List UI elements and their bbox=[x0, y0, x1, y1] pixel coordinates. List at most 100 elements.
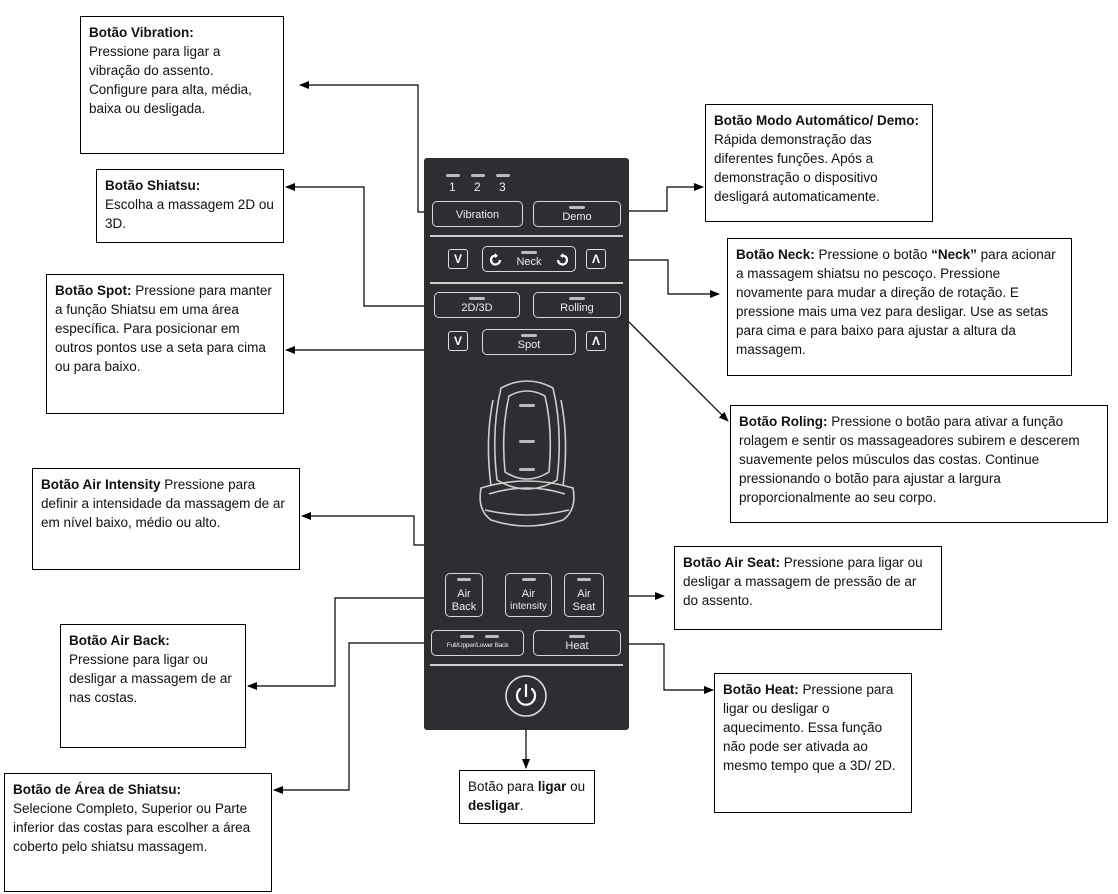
air-back-button[interactable]: Air Back bbox=[445, 573, 483, 617]
callout-neck: Botão Neck: Pressione o botão “Neck” par… bbox=[727, 238, 1072, 376]
spot-down-button[interactable]: V bbox=[448, 331, 468, 351]
heat-connector bbox=[620, 643, 714, 694]
air-back-led bbox=[457, 578, 471, 581]
callout-neck-body-post: para acionar a massagem shiatsu no pesco… bbox=[736, 247, 1056, 357]
callout-power-bold2: desligar bbox=[468, 798, 520, 813]
remote-control: 1 2 3 Vibration Demo V Neck Λ 2D/3D Roll… bbox=[424, 158, 629, 730]
callout-air-back-title: Botão Air Back: bbox=[69, 633, 170, 648]
callout-power: Botão para ligar ou desligar. bbox=[459, 770, 595, 824]
demo-label: Demo bbox=[562, 211, 592, 223]
heat-button[interactable]: Heat bbox=[533, 630, 621, 656]
level-3-led bbox=[496, 174, 510, 177]
callout-air-seat-title: Botão Air Seat: bbox=[683, 555, 781, 570]
neck-down-icon: V bbox=[453, 252, 462, 266]
neck-led bbox=[521, 251, 537, 254]
neck-down-button[interactable]: V bbox=[448, 249, 468, 269]
callout-shiatsu-area-body: Selecione Completo, Superior ou Parte in… bbox=[13, 801, 251, 854]
rolling-label: Rolling bbox=[560, 302, 594, 314]
callout-air-seat: Botão Air Seat: Pressione para ligar ou … bbox=[674, 546, 942, 630]
full-back-led bbox=[460, 635, 474, 638]
vibration-label: Vibration bbox=[455, 209, 500, 221]
power-icon bbox=[515, 683, 537, 706]
neck-up-icon: Λ bbox=[591, 252, 600, 266]
callout-shiatsu-area: Botão de Área de Shiatsu: Selecione Comp… bbox=[4, 773, 272, 892]
callout-spot-title: Botão Spot: bbox=[55, 283, 132, 298]
level-1-led bbox=[446, 174, 460, 177]
callout-power-post: . bbox=[519, 798, 524, 813]
callout-air-seat-body: Pressione para ligar ou desligar a massa… bbox=[683, 555, 923, 608]
callout-heat-title: Botão Heat: bbox=[723, 682, 799, 697]
air-seat-label-2: Seat bbox=[572, 601, 596, 613]
separator bbox=[430, 664, 623, 666]
callout-rolling-body: Pressione o botão para ativar a função r… bbox=[739, 414, 1080, 505]
seat-led-middle bbox=[519, 440, 535, 443]
seat-led-top bbox=[519, 404, 535, 407]
callout-demo: Botão Modo Automático/ Demo: Rápida demo… bbox=[705, 104, 933, 222]
neck-up-button[interactable]: Λ bbox=[586, 249, 606, 269]
air-intensity-button[interactable]: Air intensity bbox=[505, 573, 552, 617]
rolling-button[interactable]: Rolling bbox=[533, 292, 621, 318]
callout-shiatsu-title: Botão Shiatsu: bbox=[105, 178, 201, 193]
air-seat-led bbox=[577, 578, 591, 581]
separator bbox=[430, 282, 623, 284]
shiatsu-connector bbox=[285, 183, 435, 307]
rotate-left-icon bbox=[489, 253, 502, 266]
rolling-led bbox=[569, 297, 585, 300]
2d3d-button[interactable]: 2D/3D bbox=[434, 292, 520, 318]
callout-air-back-body: Pressione para ligar ou desligar a massa… bbox=[69, 652, 232, 705]
vibration-button[interactable]: Vibration bbox=[432, 201, 523, 227]
spot-up-icon: Λ bbox=[591, 334, 600, 348]
heat-label: Heat bbox=[565, 640, 589, 652]
spot-led bbox=[521, 334, 537, 337]
full-upper-lower-back-button[interactable]: Full/Upper/Lower Back bbox=[431, 630, 524, 656]
upper-lower-led bbox=[485, 635, 499, 638]
air-intensity-label-1: Air bbox=[521, 588, 536, 600]
spot-button[interactable]: Spot bbox=[482, 329, 576, 355]
massage-seat-illustration bbox=[479, 380, 575, 527]
neck-label: Neck bbox=[516, 256, 542, 268]
rotate-right-icon bbox=[556, 253, 569, 266]
level-2-led bbox=[471, 174, 485, 177]
separator bbox=[430, 235, 623, 237]
callout-spot-body: Pressione para manter a função Shiatsu e… bbox=[55, 283, 272, 374]
callout-power-bold1: ligar bbox=[537, 779, 567, 794]
2d3d-label: 2D/3D bbox=[461, 302, 493, 314]
level-3-label: 3 bbox=[499, 180, 506, 194]
callout-vibration-body: Pressione para ligar a vibração do assen… bbox=[89, 44, 252, 116]
callout-air-back: Botão Air Back: Pressione para ligar ou … bbox=[60, 624, 246, 748]
demo-connector bbox=[621, 183, 704, 212]
air-seat-label-1: Air bbox=[577, 588, 591, 600]
neck-button[interactable]: Neck bbox=[482, 246, 576, 272]
shiatsu-area-connector bbox=[273, 642, 432, 794]
heat-led bbox=[569, 635, 585, 638]
air-intensity-led bbox=[521, 578, 536, 581]
power-button[interactable] bbox=[504, 674, 548, 718]
callout-power-mid: ou bbox=[570, 779, 586, 794]
air-back-connector bbox=[247, 597, 445, 690]
full-upper-lower-back-label: Full/Upper/Lower Back bbox=[446, 642, 509, 649]
callout-vibration: Botão Vibration: Pressione para ligar a … bbox=[80, 16, 284, 154]
callout-shiatsu: Botão Shiatsu: Escolha a massagem 2D ou … bbox=[96, 169, 284, 243]
callout-rolling-title: Botão Roling: bbox=[739, 414, 828, 429]
callout-air-intensity: Botão Air Intensity Pressione para defin… bbox=[32, 468, 300, 570]
callout-air-intensity-body: Pressione para definir a intensidade da … bbox=[41, 477, 285, 530]
demo-led bbox=[569, 206, 585, 209]
air-seat-button[interactable]: Air Seat bbox=[564, 573, 604, 617]
callout-heat: Botão Heat: Pressione para ligar ou desl… bbox=[714, 673, 912, 813]
rolling-connector bbox=[619, 312, 729, 422]
spot-down-icon: V bbox=[453, 334, 462, 348]
callout-neck-title: Botão Neck: bbox=[736, 247, 815, 262]
vibration-connector bbox=[299, 81, 432, 213]
callout-neck-body-bold: “Neck” bbox=[931, 247, 977, 262]
callout-air-intensity-title: Botão Air Intensity bbox=[41, 477, 161, 492]
callout-shiatsu-body: Escolha a massagem 2D ou 3D. bbox=[105, 197, 274, 231]
demo-button[interactable]: Demo bbox=[533, 201, 621, 227]
callout-shiatsu-area-title: Botão de Área de Shiatsu: bbox=[13, 782, 182, 797]
callout-neck-body-pre: Pressione o botão bbox=[818, 247, 928, 262]
air-intensity-label-2: intensity bbox=[510, 601, 547, 612]
level-2-label: 2 bbox=[474, 180, 481, 194]
callout-spot: Botão Spot: Pressione para manter a funç… bbox=[46, 274, 284, 414]
spot-label: Spot bbox=[517, 339, 541, 351]
spot-up-button[interactable]: Λ bbox=[586, 331, 606, 351]
seat-led-bottom bbox=[519, 468, 535, 471]
